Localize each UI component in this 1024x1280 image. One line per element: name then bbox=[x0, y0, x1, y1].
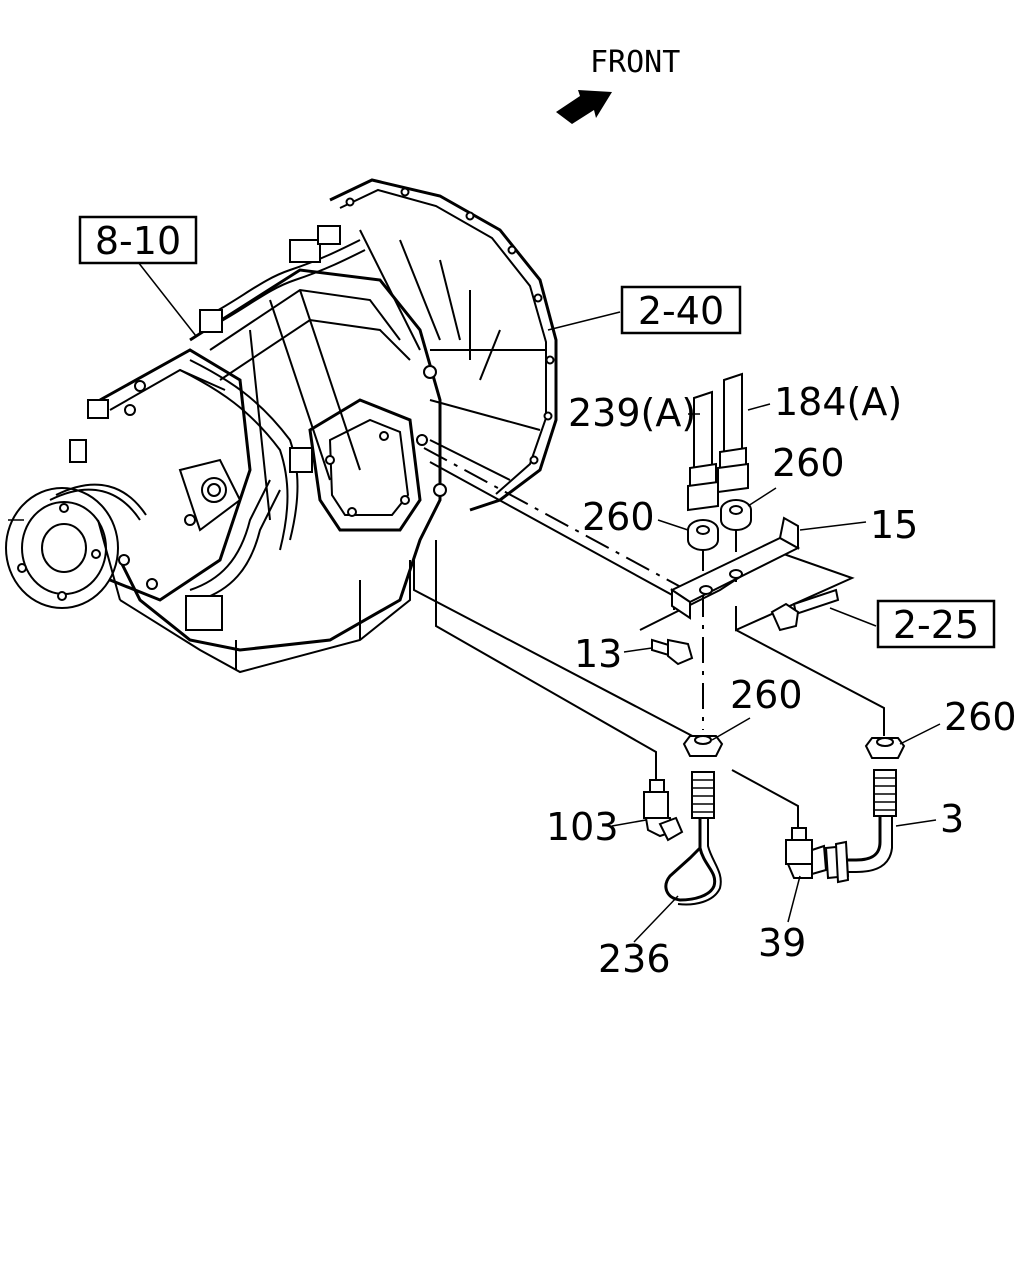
pipe-184a bbox=[717, 372, 749, 494]
front-arrow-icon bbox=[556, 90, 612, 124]
bolt-2-25 bbox=[770, 588, 840, 632]
callout-260-upper-left: 260 bbox=[582, 495, 655, 539]
callout-260-middle: 260 bbox=[730, 673, 803, 717]
callout-239a: 239(A) bbox=[568, 391, 696, 435]
bolt-13 bbox=[651, 638, 694, 666]
nut-260-right bbox=[864, 737, 906, 759]
ref-box-8-10: 8-10 bbox=[78, 215, 198, 265]
transmission-assembly bbox=[5, 178, 558, 674]
pipe-239a bbox=[687, 390, 719, 512]
callout-236: 236 bbox=[598, 937, 671, 981]
callout-260-right: 260 bbox=[944, 695, 1017, 739]
nut-260-middle bbox=[682, 735, 724, 757]
callout-15: 15 bbox=[870, 503, 918, 547]
pipe-236 bbox=[664, 771, 722, 906]
front-label: FRONT bbox=[590, 45, 680, 80]
callout-184a: 184(A) bbox=[774, 380, 902, 424]
fitting-39 bbox=[785, 827, 828, 879]
pipe-3 bbox=[824, 769, 897, 884]
bracket-15 bbox=[669, 516, 801, 620]
callout-260-upper-right: 260 bbox=[772, 441, 845, 485]
callout-13: 13 bbox=[574, 632, 622, 676]
callout-103: 103 bbox=[546, 805, 619, 849]
callout-39: 39 bbox=[758, 921, 806, 965]
ref-box-2-40: 2-40 bbox=[620, 285, 742, 335]
ref-box-8-10-label: 8-10 bbox=[95, 219, 181, 263]
fitting-103 bbox=[643, 779, 684, 842]
ref-box-2-25-label: 2-25 bbox=[893, 603, 979, 647]
ref-box-2-25: 2-25 bbox=[876, 599, 996, 649]
ref-box-2-40-label: 2-40 bbox=[638, 289, 724, 333]
washer-260-upper-left bbox=[687, 519, 719, 551]
washer-260-upper-right bbox=[720, 499, 752, 531]
callout-3: 3 bbox=[940, 797, 964, 841]
